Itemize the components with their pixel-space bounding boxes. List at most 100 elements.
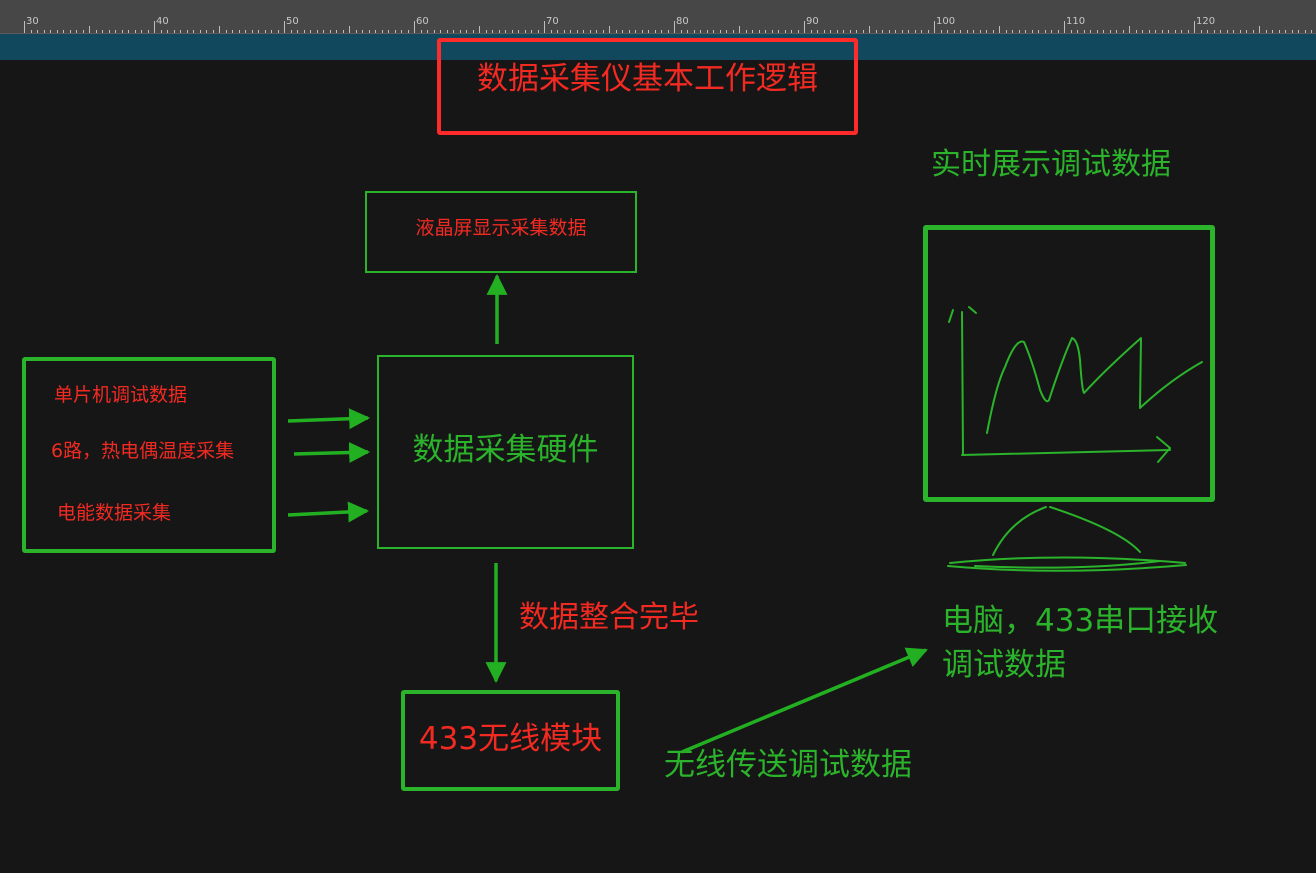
- ruler-tick: [24, 21, 25, 33]
- ruler-tick: [1084, 30, 1085, 33]
- ruler-tick: [70, 30, 71, 33]
- ruler-tick: [1149, 30, 1150, 33]
- ruler-tick: [128, 30, 129, 33]
- ruler-tick: [187, 30, 188, 33]
- ruler-tick: [531, 30, 532, 33]
- ruler-tick: [538, 30, 539, 33]
- ruler-tick: [525, 30, 526, 33]
- ruler-tick: [869, 26, 870, 33]
- ruler-tick: [265, 30, 266, 33]
- ruler-tick: [1292, 30, 1293, 33]
- ruler-tick: [655, 30, 656, 33]
- ruler-tick: [291, 30, 292, 33]
- ruler-tick: [50, 30, 51, 33]
- ruler-tick: [206, 30, 207, 33]
- ruler-tick: [1012, 30, 1013, 33]
- ruler-tick: [102, 30, 103, 33]
- ruler-tick: [596, 30, 597, 33]
- ruler-tick: [252, 30, 253, 33]
- ruler-tick: [115, 30, 116, 33]
- ruler-tick: [1032, 30, 1033, 33]
- ruler-tick: [1064, 21, 1065, 33]
- ruler-tick: [544, 21, 545, 33]
- ruler-tick: [141, 30, 142, 33]
- ruler-tick: [505, 30, 506, 33]
- ruler-tick: [414, 21, 415, 33]
- ruler-tick: [284, 21, 285, 33]
- lcd-label: 液晶屏显示采集数据: [415, 217, 587, 239]
- ruler-tick: [570, 30, 571, 33]
- ruler-tick: [726, 30, 727, 33]
- ruler-tick: [518, 30, 519, 33]
- ruler-tick: [219, 26, 220, 33]
- ruler-tick: [440, 30, 441, 33]
- ruler-tick: [1090, 30, 1091, 33]
- ruler-tick: [687, 30, 688, 33]
- ruler-tick: [466, 30, 467, 33]
- ruler-tick: [258, 30, 259, 33]
- ruler-tick: [200, 30, 201, 33]
- ruler-tick-label: 60: [416, 16, 429, 27]
- ruler-tick: [180, 30, 181, 33]
- ruler-tick: [616, 30, 617, 33]
- ruler-tick: [1103, 30, 1104, 33]
- ruler-tick: [479, 26, 480, 33]
- ruler-tick: [1220, 30, 1221, 33]
- ruler-tick: [297, 30, 298, 33]
- ruler-tick: [1207, 30, 1208, 33]
- wireless-module-box: [401, 690, 620, 791]
- ruler-tick-label: 90: [806, 16, 819, 27]
- ruler-tick: [908, 30, 909, 33]
- ruler-tick: [1201, 30, 1202, 33]
- ruler-tick: [401, 30, 402, 33]
- ruler-tick: [1298, 30, 1299, 33]
- ruler-tick: [161, 30, 162, 33]
- ruler-tick: [1162, 30, 1163, 33]
- ruler-tick: [109, 30, 110, 33]
- ruler-tick: [895, 30, 896, 33]
- ruler-tick: [96, 30, 97, 33]
- ruler-tick: [603, 30, 604, 33]
- ruler-tick: [954, 30, 955, 33]
- ruler-tick: [674, 21, 675, 33]
- ruler-tick: [928, 30, 929, 33]
- ruler-tick: [635, 30, 636, 33]
- ruler-tick: [746, 30, 747, 33]
- ruler-tick: [473, 30, 474, 33]
- diagram-title: 数据采集仪基本工作逻辑: [477, 61, 818, 97]
- ruler-tick: [362, 30, 363, 33]
- ruler-tick: [1142, 30, 1143, 33]
- ruler-tick: [681, 30, 682, 33]
- ruler-tick: [44, 30, 45, 33]
- ruler-tick: [492, 30, 493, 33]
- ruler-tick: [245, 30, 246, 33]
- ruler-tick: [239, 30, 240, 33]
- ruler-tick: [1045, 30, 1046, 33]
- ruler-tick: [1155, 30, 1156, 33]
- ruler-tick: [1214, 30, 1215, 33]
- ruler-tick: [609, 26, 610, 33]
- arrow-thermocouple-to-hardware: [293, 442, 371, 464]
- ruler-tick: [1129, 26, 1130, 33]
- ruler-tick: [993, 30, 994, 33]
- ruler-tick: [824, 30, 825, 33]
- ruler-tick: [356, 30, 357, 33]
- ruler-tick: [798, 30, 799, 33]
- ruler-tick: [921, 30, 922, 33]
- ruler-tick: [668, 30, 669, 33]
- ruler-tick: [1253, 30, 1254, 33]
- ruler-tick: [453, 30, 454, 33]
- ruler-tick: [1058, 30, 1059, 33]
- ruler-tick: [882, 30, 883, 33]
- ruler-tick: [642, 30, 643, 33]
- monitor-sketch-chart: [948, 306, 1203, 463]
- ruler-tick: [447, 30, 448, 33]
- sketch-wave-line: [986, 337, 1203, 434]
- ruler-tick: [759, 30, 760, 33]
- ruler-tick: [694, 30, 695, 33]
- ruler-tick: [557, 30, 558, 33]
- ruler-tick: [889, 30, 890, 33]
- ruler-tick: [648, 30, 649, 33]
